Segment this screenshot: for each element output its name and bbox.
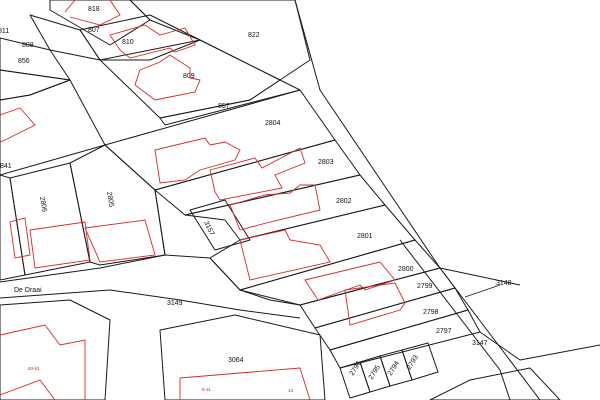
building-818 bbox=[64, 0, 121, 26]
label-2802: 2802 bbox=[336, 198, 352, 205]
parcel-2803[interactable] bbox=[154, 139, 361, 216]
building-outlines bbox=[0, 0, 406, 400]
parcel-857[interactable] bbox=[159, 79, 301, 126]
label-2794: 2794 bbox=[387, 360, 401, 377]
label-841: 841 bbox=[0, 163, 12, 170]
label-2795: 2795 bbox=[368, 364, 382, 381]
street-name-de-draai: De Draai bbox=[14, 287, 42, 294]
label-3157: 3157 bbox=[202, 220, 215, 237]
street-edge-north bbox=[0, 254, 301, 306]
label-2793: 2793 bbox=[406, 354, 420, 371]
street-edge-2 bbox=[154, 189, 166, 256]
parcel-3147[interactable] bbox=[479, 331, 600, 361]
parcel-3064[interactable] bbox=[159, 314, 326, 400]
label-856: 856 bbox=[18, 58, 30, 65]
label-3064: 3064 bbox=[228, 357, 244, 364]
label-2801: 2801 bbox=[357, 233, 373, 240]
parcel-bottom-left[interactable] bbox=[0, 299, 111, 400]
label-2799: 2799 bbox=[417, 283, 433, 290]
label-857: 857 bbox=[218, 103, 230, 110]
building-2806 bbox=[9, 217, 31, 259]
label-3149: 3149 bbox=[167, 300, 183, 307]
house-number-9-11: 9-11 bbox=[202, 387, 211, 392]
building-2805b bbox=[84, 219, 156, 263]
parcel-boundary-east bbox=[294, 0, 541, 400]
parcel-822[interactable] bbox=[129, 0, 311, 81]
label-2800: 2800 bbox=[398, 266, 414, 273]
building-2804 bbox=[154, 137, 241, 184]
label-2803: 2803 bbox=[318, 159, 334, 166]
building-2802 bbox=[229, 184, 321, 231]
building-809 bbox=[134, 54, 201, 101]
label-2797: 2797 bbox=[436, 328, 452, 335]
label-2796: 2796 bbox=[349, 360, 363, 377]
label-809: 809 bbox=[183, 73, 195, 80]
parcel-bottom-right[interactable] bbox=[429, 367, 561, 400]
street-edge-south bbox=[0, 289, 301, 319]
building-2799 bbox=[344, 282, 406, 326]
building-2803a bbox=[209, 147, 306, 201]
parcel-808[interactable] bbox=[0, 37, 71, 81]
label-2798: 2798 bbox=[423, 309, 439, 316]
label-3147: 3147 bbox=[472, 340, 488, 347]
label-2804: 2804 bbox=[265, 120, 281, 127]
building-3064 bbox=[179, 367, 311, 400]
building-bottom-left bbox=[0, 324, 86, 400]
label-807: 807 bbox=[88, 27, 100, 34]
building-841 bbox=[0, 107, 36, 143]
parcel-818[interactable] bbox=[49, 0, 151, 46]
label-3148: 3148 bbox=[496, 280, 512, 287]
parcel-3157[interactable] bbox=[189, 199, 251, 251]
label-811: 811 bbox=[0, 28, 9, 35]
parcel-labels: 818 807 810 811 808 856 822 809 857 2804… bbox=[0, 6, 512, 393]
building-2801 bbox=[239, 229, 331, 281]
parcel-2793[interactable] bbox=[401, 342, 439, 381]
label-822: 822 bbox=[248, 32, 260, 39]
label-808: 808 bbox=[22, 42, 34, 49]
parcel-3148-line bbox=[439, 267, 521, 286]
parcel-841[interactable] bbox=[0, 79, 106, 176]
building-2805a bbox=[29, 221, 91, 269]
label-818: 818 bbox=[88, 6, 100, 13]
parcel-left-strip[interactable] bbox=[0, 174, 26, 281]
house-number-93-91: 93-91 bbox=[28, 366, 40, 371]
leader-3148 bbox=[464, 284, 501, 298]
house-number-13: 13 bbox=[288, 388, 294, 393]
label-2806: 2806 bbox=[38, 196, 48, 213]
building-2800 bbox=[304, 261, 396, 301]
parcel-2805[interactable] bbox=[69, 144, 166, 266]
label-810: 810 bbox=[122, 39, 134, 46]
building-810 bbox=[109, 24, 196, 59]
parcel-856[interactable] bbox=[0, 69, 71, 101]
parcel-boundary-east-2 bbox=[399, 239, 511, 400]
label-2805: 2805 bbox=[105, 191, 115, 208]
parcel-2801[interactable] bbox=[209, 204, 416, 291]
